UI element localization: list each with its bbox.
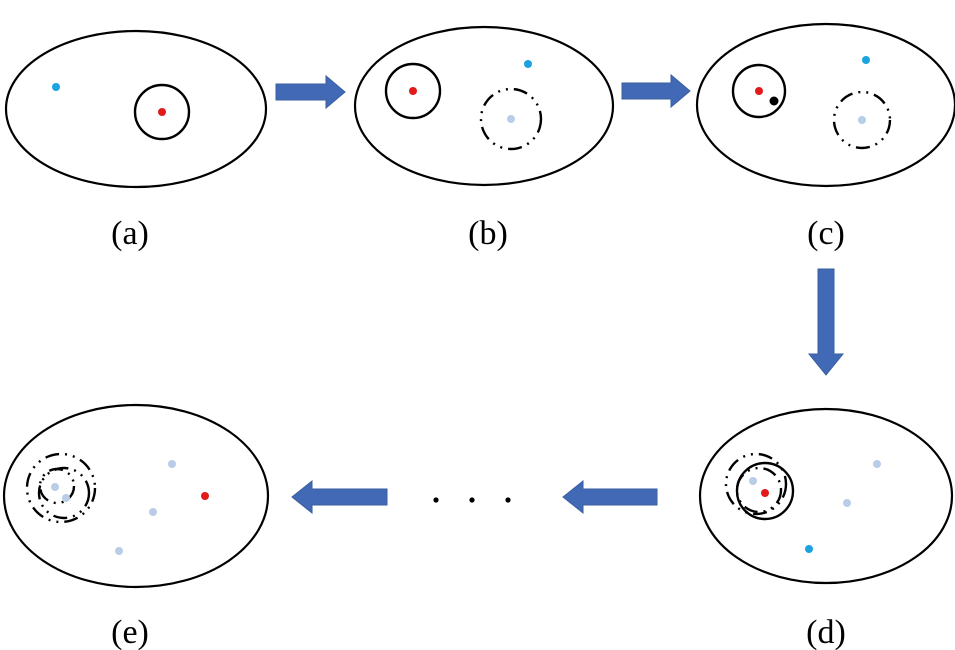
current-point (761, 489, 769, 497)
ellipsis-dot (505, 497, 511, 503)
visited-point (115, 547, 123, 555)
visited-neighborhood-circle (724, 452, 788, 516)
current-point (201, 492, 209, 500)
search-space-ellipse (4, 29, 268, 189)
panel-label-a: (a) (111, 215, 149, 252)
visited-neighborhood-circle (735, 466, 783, 514)
visited-point (51, 483, 59, 491)
arrow-right-icon (275, 74, 346, 110)
arrow-left-icon (562, 479, 658, 515)
candidate-point (52, 83, 60, 91)
visited-point (873, 460, 881, 468)
visited-neighborhood-circle (832, 90, 892, 150)
search-space-ellipse (2, 403, 270, 589)
visited-point (858, 116, 866, 124)
panel-label-d: (d) (806, 614, 846, 650)
search-space-ellipse (695, 22, 955, 188)
search-space-ellipse (698, 407, 954, 585)
panel-d: (d) (698, 407, 954, 650)
candidate-point (805, 545, 813, 553)
visited-point (62, 494, 70, 502)
visited-neighborhood-circle (38, 467, 76, 505)
arrow-right-icon (621, 73, 691, 109)
panel-a: (a) (4, 29, 268, 252)
neighborhood-circle (384, 62, 442, 120)
visited-neighborhood-circle (25, 452, 97, 524)
arrow-down-icon (807, 268, 845, 376)
visited-point (168, 460, 176, 468)
panel-label-e: (e) (111, 614, 149, 650)
candidate-point (524, 60, 532, 68)
panel-label-b: (b) (468, 215, 508, 252)
visited-point (507, 115, 515, 123)
neighborhood-circle (133, 83, 191, 141)
panel-b: (b) (353, 25, 615, 252)
neighborhood-circle (735, 461, 795, 521)
search-space-ellipse (353, 25, 615, 187)
ellipsis-dot (469, 497, 475, 503)
arrow-left-icon (291, 479, 388, 515)
panel-label-c: (c) (807, 215, 845, 252)
ellipsis-dot (433, 497, 439, 503)
current-point (755, 87, 763, 95)
visited-point (749, 477, 757, 485)
current-point (409, 87, 417, 95)
candidate-point (862, 56, 870, 64)
new-point (769, 96, 779, 106)
panel-e: (e) (2, 403, 270, 650)
ellipsis-icon (433, 497, 511, 503)
neighborhood-circle (731, 63, 787, 119)
visited-point (149, 508, 157, 516)
current-point (158, 108, 166, 116)
visited-point (843, 499, 851, 507)
panel-c: (c) (695, 22, 955, 252)
visited-neighborhood-circle (37, 466, 91, 520)
visited-neighborhood-circle (479, 87, 543, 151)
